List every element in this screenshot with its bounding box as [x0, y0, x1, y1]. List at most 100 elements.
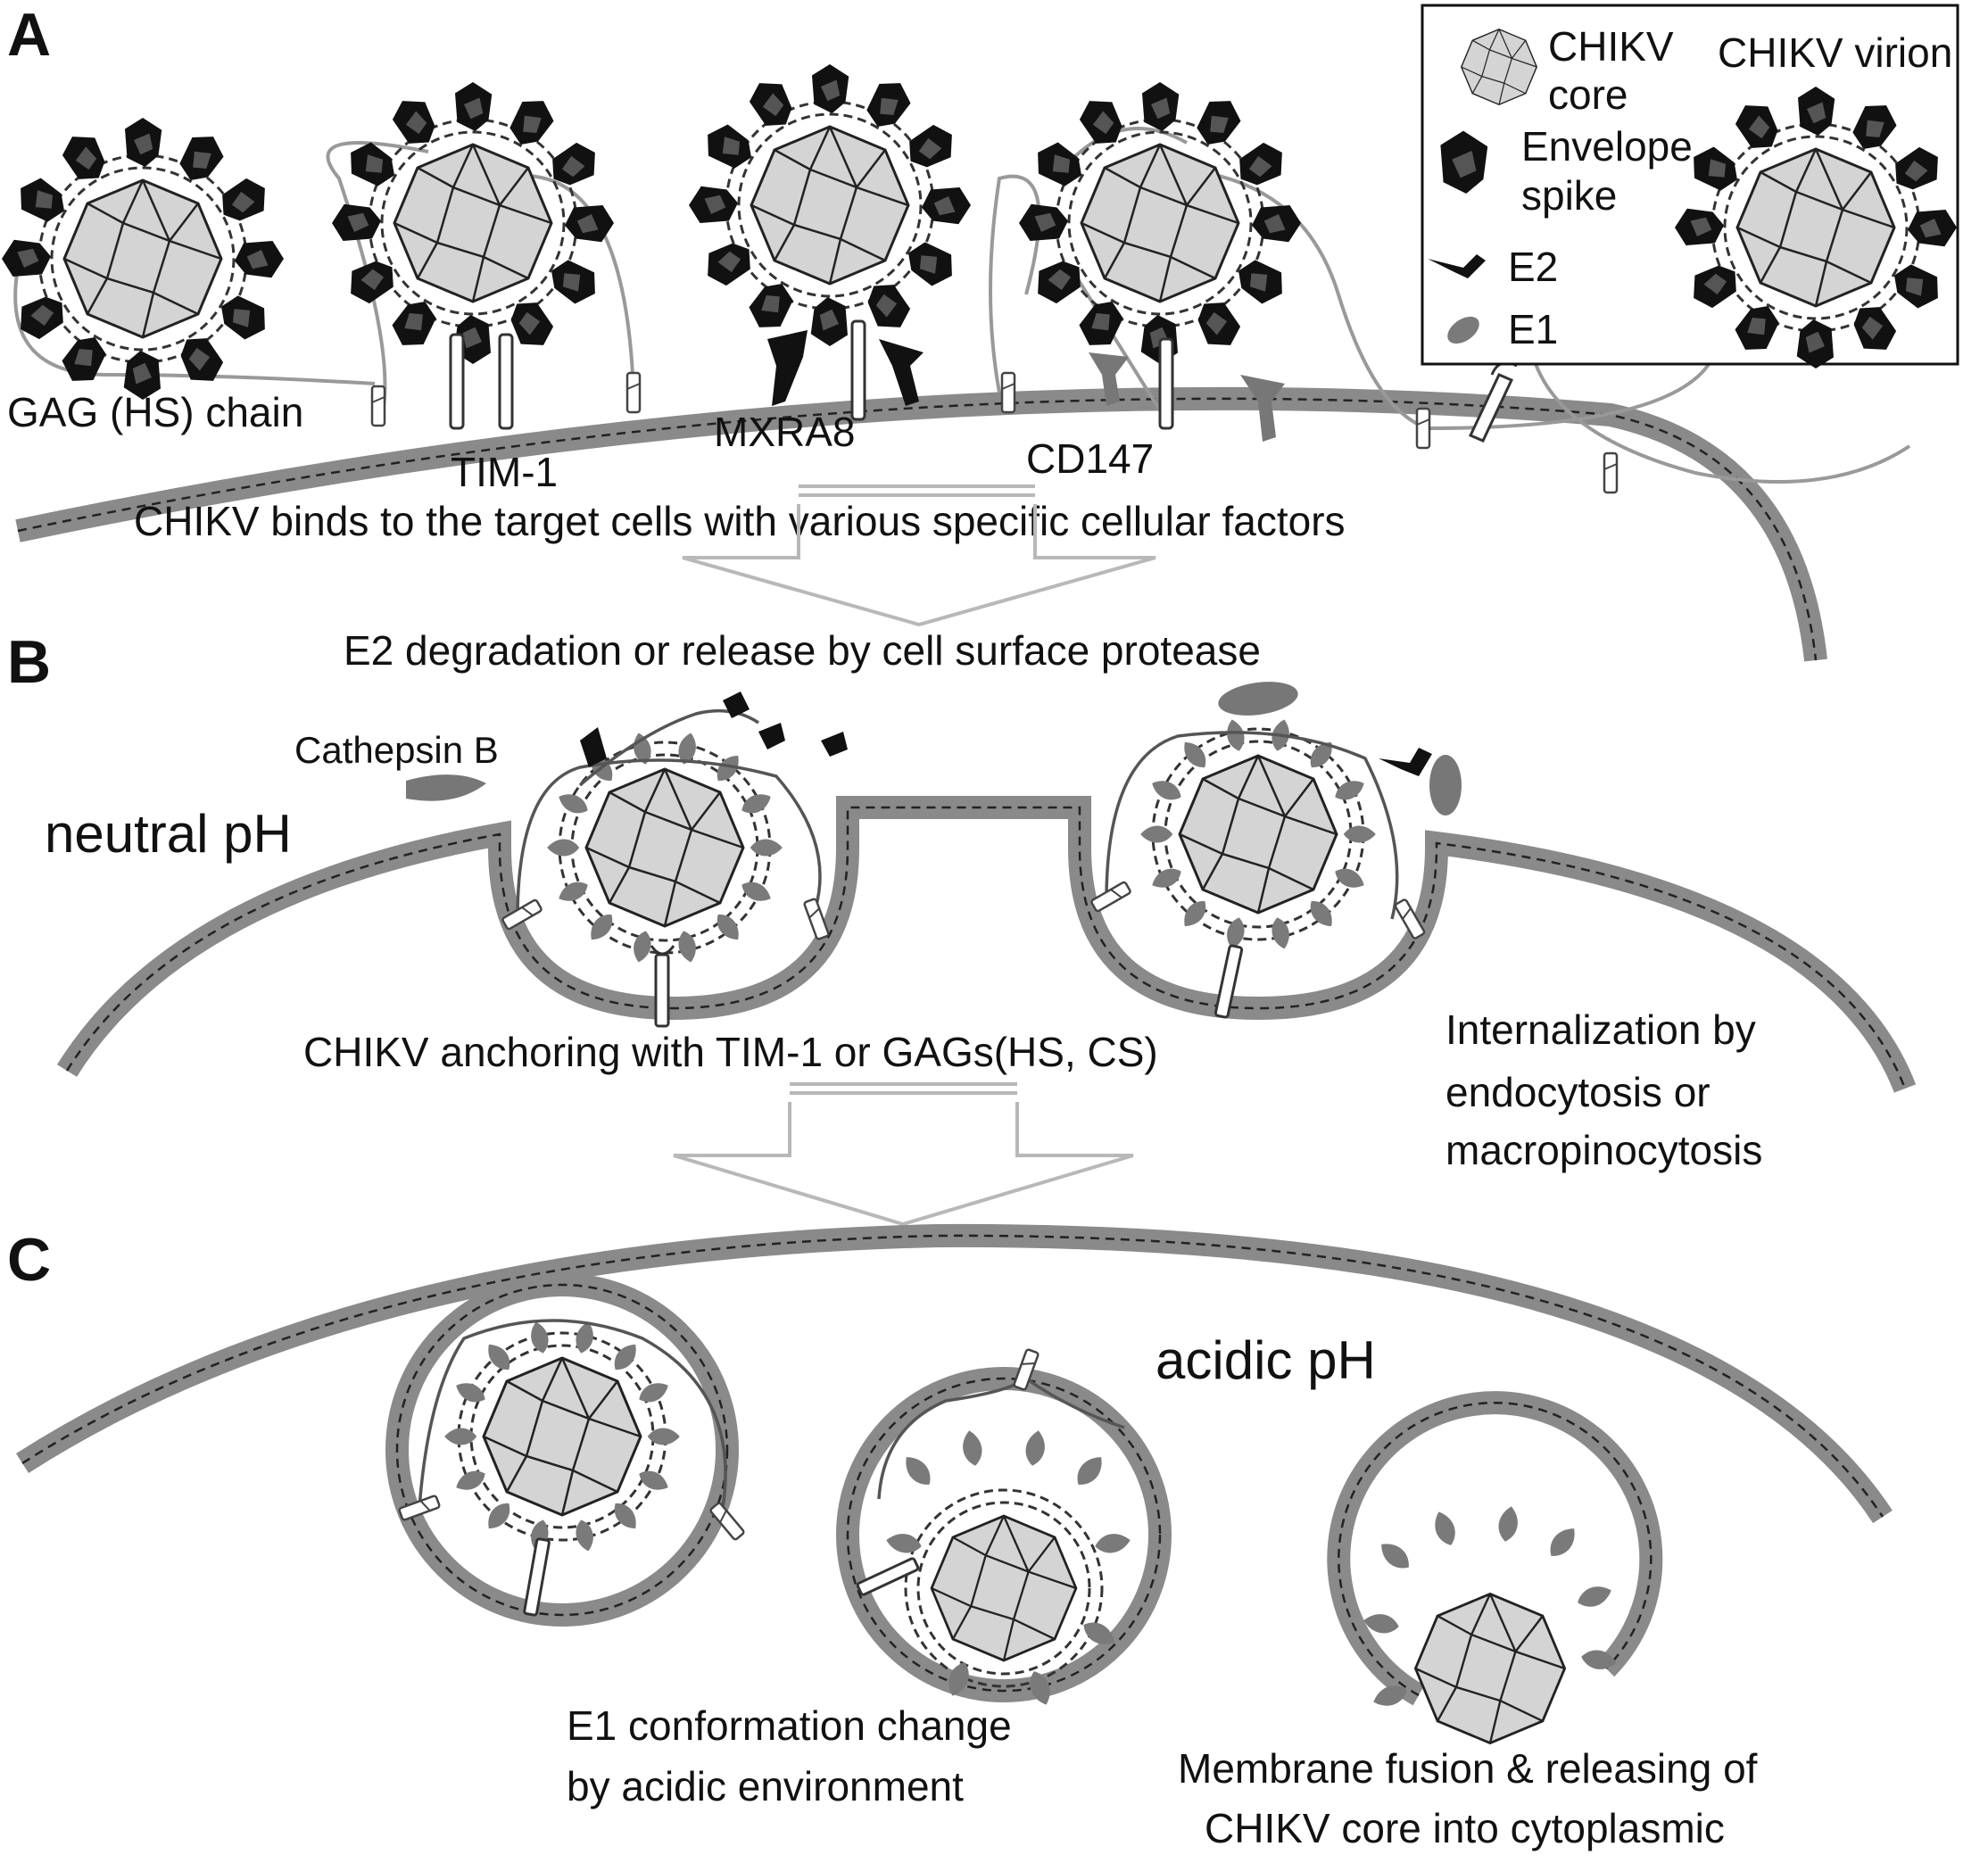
- cd147-label: CD147: [1026, 435, 1154, 482]
- panel-label-a: A: [7, 1, 51, 69]
- endosome-c-2: [836, 1367, 1172, 1702]
- arrow-a-to-b: [682, 484, 1156, 627]
- gag-chains-b-2: [1105, 731, 1399, 920]
- legend-core-label-1: CHIKV: [1548, 23, 1674, 70]
- internalization-line-1: Internalization by: [1445, 1006, 1756, 1053]
- envelope-spike: [543, 253, 604, 310]
- e1-protein: [635, 1378, 672, 1407]
- cd147-receptors-a: [1089, 352, 1285, 442]
- released-e2-b: [580, 691, 848, 767]
- gag-anchor-a-4: [1415, 407, 1431, 450]
- panel-a-caption: CHIKV binds to the target cells with var…: [134, 498, 1346, 544]
- e1-caption-line-1: E1 conformation change: [567, 1702, 1012, 1749]
- virion-a-2: [332, 82, 614, 364]
- envelope-spike: [1190, 92, 1247, 153]
- virion-a-3: [689, 64, 971, 346]
- e1-protein: [1343, 825, 1376, 843]
- mxra8-label: MXRA8: [714, 409, 855, 455]
- envelope-spike: [900, 119, 962, 176]
- endosome-c-1: [385, 1273, 739, 1627]
- virion-b-2: [1140, 717, 1376, 951]
- e1-protein: [1269, 915, 1293, 951]
- envelope-spike: [341, 253, 402, 310]
- envelope-spike: [56, 127, 113, 188]
- legend-e2-icon: [1428, 254, 1486, 278]
- cell-membrane-b-dash: [65, 806, 1907, 1089]
- released-e1-b: [1218, 682, 1462, 816]
- envelope-spike: [386, 91, 443, 153]
- envelope-spike: [1029, 136, 1090, 193]
- envelope-spike: [212, 289, 274, 346]
- gag-chain-c-2: [877, 1377, 1125, 1500]
- e1-protein: [609, 1339, 642, 1375]
- envelope-spike: [899, 236, 961, 293]
- envelope-spike: [173, 128, 230, 189]
- virion-c-2: [904, 1488, 1104, 1688]
- anchoring-caption: CHIKV anchoring with TIM-1 or GAGs(HS, C…: [303, 1029, 1158, 1075]
- e1-protein: [452, 1466, 489, 1495]
- legend-spike-label-1: Envelope: [1521, 123, 1693, 170]
- neutral-ph-label: neutral pH: [45, 804, 292, 864]
- envelope-spike: [1189, 294, 1247, 355]
- legend-box: CHIKV core Envelope spike E2 E1 CHIKV vi…: [1421, 4, 1959, 368]
- virion-a-1: [2, 118, 284, 400]
- envelope-spike: [1073, 91, 1131, 153]
- virion-c-1: [444, 1320, 680, 1553]
- gag-chains-c-1: [418, 1319, 727, 1509]
- fusion-caption-line-1: Membrane fusion & releasing of: [1178, 1745, 1758, 1792]
- legend-e1-label: E1: [1508, 306, 1558, 352]
- envelope-spike: [503, 92, 560, 153]
- envelope-spike: [860, 74, 917, 136]
- envelope-spike: [55, 328, 112, 390]
- panel-label-b: B: [7, 628, 51, 696]
- internalization-line-2: endocytosis or: [1445, 1069, 1711, 1115]
- envelope-spike: [1230, 253, 1291, 310]
- envelope-spike: [1142, 82, 1180, 131]
- legend-e1-icon: [1447, 316, 1479, 344]
- envelope-spike: [385, 293, 443, 354]
- cathepsin-label: Cathepsin B: [294, 729, 499, 771]
- e1-protein: [675, 929, 700, 965]
- envelope-spike: [1019, 203, 1068, 241]
- e1-protein: [1140, 825, 1173, 843]
- e1-protein: [1331, 864, 1368, 893]
- envelope-spike: [235, 241, 284, 278]
- tim1-receptor-c-1: [523, 1537, 551, 1617]
- envelope-spike: [812, 64, 849, 113]
- e1-protein: [1178, 737, 1212, 773]
- envelope-spike: [2, 239, 51, 277]
- legend-core-label-2: core: [1548, 71, 1628, 118]
- envelope-spike: [125, 118, 162, 167]
- envelope-spike: [859, 276, 916, 337]
- envelope-spike: [455, 82, 493, 131]
- e1-protein: [547, 839, 580, 857]
- internalization-line-3: macropinocytosis: [1445, 1127, 1762, 1173]
- endosome-c-3: [1327, 1391, 1663, 1706]
- tim1-receptor-c-2: [856, 1557, 920, 1596]
- envelope-spike: [172, 329, 229, 391]
- gag-anchor-a-2: [625, 371, 642, 414]
- tim1-receptors-a: [449, 319, 1518, 443]
- tim1-receptor-b-1: [650, 945, 675, 1028]
- e1-protein: [527, 1320, 551, 1355]
- panel-label-c: C: [7, 1226, 51, 1294]
- e1-protein: [750, 839, 783, 857]
- gag-label: GAG (HS) chain: [7, 389, 303, 435]
- envelope-spike: [698, 235, 759, 292]
- envelope-spike: [332, 203, 381, 241]
- cell-membrane-a-dash: [17, 397, 1818, 661]
- envelope-spike: [743, 73, 800, 135]
- panel-b-title: E2 degradation or release by cell surfac…: [344, 627, 1261, 674]
- envelope-spike: [742, 275, 799, 336]
- tim1-label: TIM-1: [451, 449, 558, 495]
- gag-anchor-a-5: [1603, 451, 1619, 494]
- envelope-spike: [699, 118, 760, 175]
- e1-caption-line-2: by acidic environment: [567, 1763, 964, 1809]
- gag-anchor-a-3: [1000, 371, 1016, 414]
- mxra8-receptors-a: [767, 330, 924, 406]
- gag-anchor-a-1: [370, 385, 386, 427]
- legend-core-icon: [1461, 29, 1537, 105]
- envelope-spike: [922, 187, 971, 225]
- envelope-spike: [213, 172, 275, 229]
- cell-membrane-c-dash: [21, 1234, 1884, 1518]
